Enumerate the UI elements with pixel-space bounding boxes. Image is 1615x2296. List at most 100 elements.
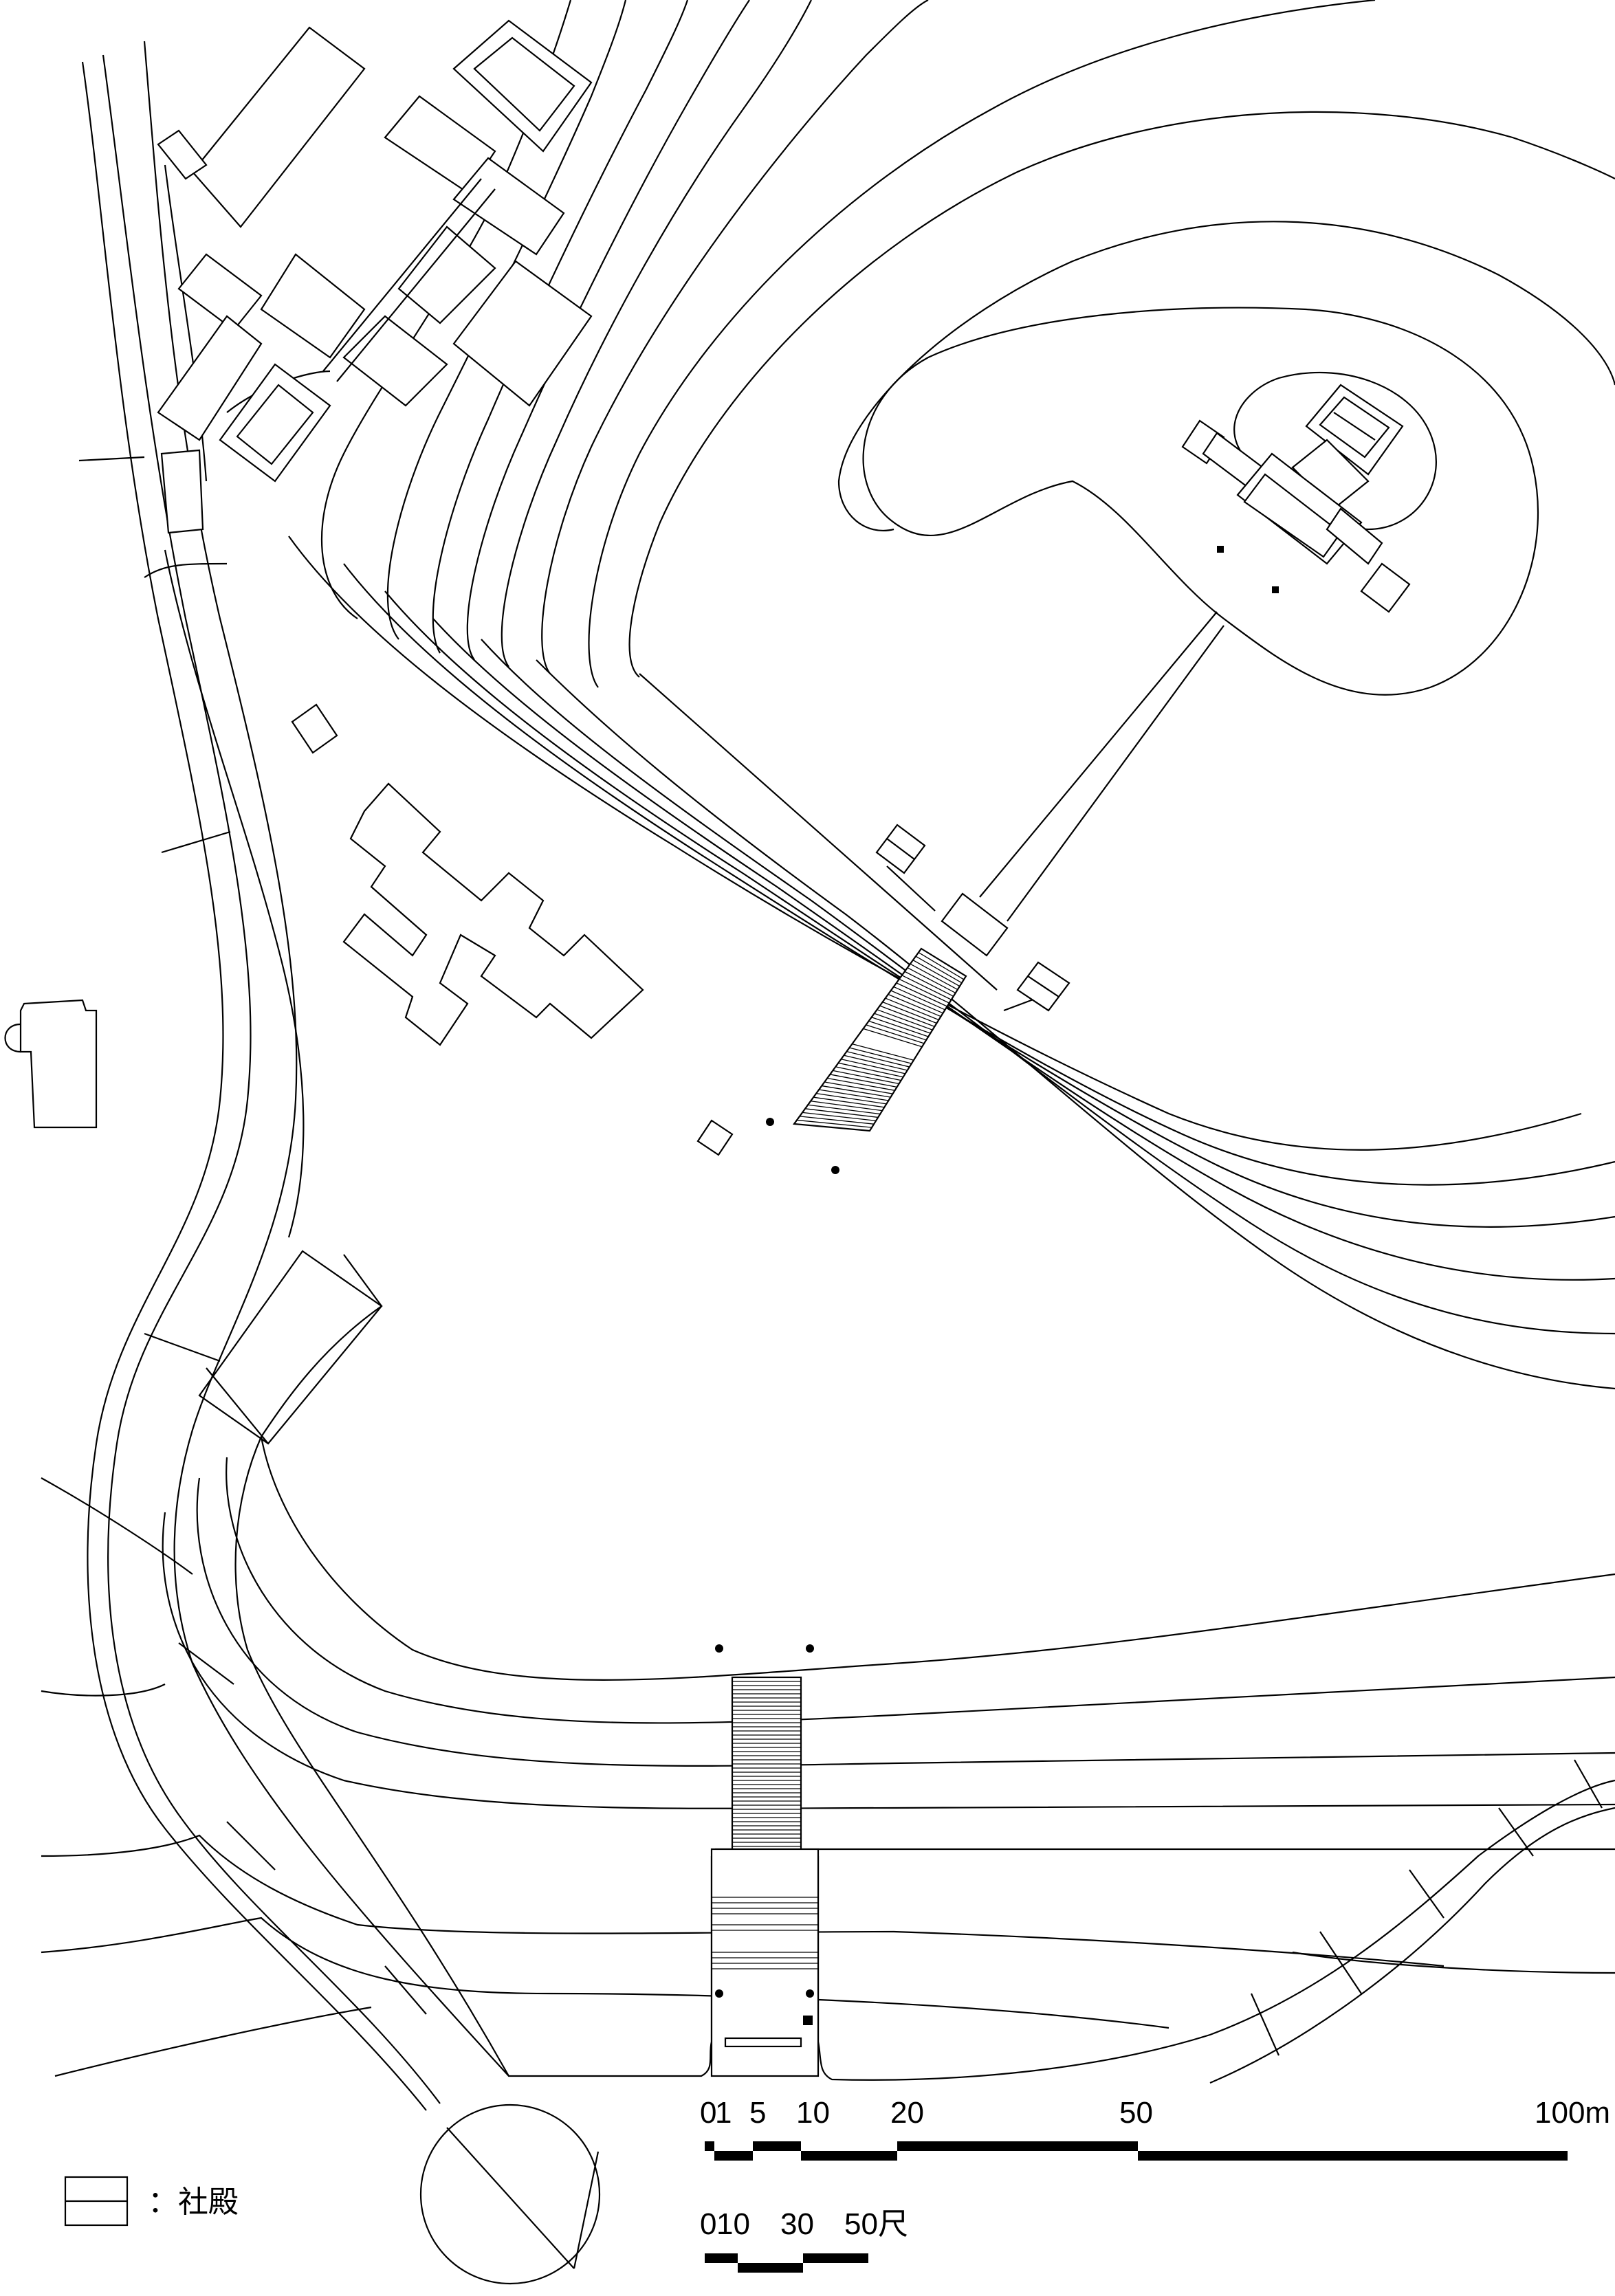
shrine-wing-east [1360,562,1411,613]
building [291,703,338,754]
main-shrine [875,384,1411,1012]
scale-metric-tick-50: 50 [1119,2096,1153,2130]
terrace-edge-upper [886,865,936,912]
road-lower-cross-4 [384,1965,427,2015]
offering-box [803,2016,813,2025]
stair-tread [849,1047,912,1064]
contour-slope-1 [288,536,1582,1151]
scale-shaku-tick-50: 50尺 [844,2207,908,2241]
road-edge-outer [102,54,441,2104]
stair-tread [816,1093,887,1105]
lantern [715,1989,723,1998]
stair-tread [824,1081,893,1094]
upper-stair-treads [796,951,965,1128]
building [384,95,496,194]
shrine-honden-ridge [1333,412,1376,441]
stair-tread [915,956,963,984]
stair-tread [885,997,939,1021]
stair-tread [830,1074,897,1088]
courtyard-east-segment-3 [1409,1869,1444,1919]
stair-tread [901,975,952,1000]
round-feature-line [573,2151,600,2269]
shrine-gate-west-mid [886,838,915,860]
stair-tread [882,1002,937,1024]
scale-shaku-tick-10: 10 [716,2207,750,2241]
stair-tread [893,986,945,1011]
contour-lower-1 [260,1436,1615,1681]
contour-lower-7 [41,1917,1169,2029]
terrace-edge [639,673,998,991]
shrine-gallery-east [1326,507,1383,565]
scale-metric-tick-0: 0 [700,2096,716,2130]
fence [322,178,482,372]
courtyard-east-segment-5 [1574,1759,1603,1809]
lower-stair-outline [731,1676,802,1851]
scale-metric-tick-10: 10 [796,2096,830,2130]
courtyard-wall-west [234,1254,713,2077]
contour-lower-8 [54,2006,372,2077]
stair-tread [805,1108,879,1118]
road-mid-cross [161,830,231,854]
scale-metric-seg [801,2151,897,2161]
lantern [806,1644,814,1653]
stair-tread [907,967,956,994]
contour-lower-9 [41,1477,193,1575]
lanterns [715,546,1279,1998]
contour-hill-3 [588,0,1376,688]
courtyard-wall-east-outer [1209,1807,1615,2084]
stair-tread [813,1096,885,1108]
stair-tread [863,1028,923,1048]
courtyard-east-segment-4 [1498,1807,1534,1857]
stair-tread [811,1101,883,1112]
mid-slope-buildings [4,703,734,1156]
road-lower-cross-2 [178,1642,234,1685]
courtyard-wall-east [817,1779,1615,2081]
building-roof [473,36,575,132]
road-edge-outer-2 [81,61,427,2111]
shamusho [342,782,644,1046]
shrine-gate-center [941,892,1009,957]
approach-walk-right [1007,625,1224,922]
road-branch-north [144,562,228,578]
stair-tread [918,951,965,980]
stair-tread [838,1062,903,1078]
scale-metric-seg [714,2151,753,2161]
neighbor-house [19,999,98,1129]
courtyard-wall-west-inner [206,1367,269,1444]
scale-bar-metric: 0 1 5 10 20 50 100m [700,2096,1610,2161]
road-branch-village [164,164,208,482]
building [177,253,263,331]
stair-tread [841,1059,905,1074]
lower-courtyard [198,1250,1615,2084]
contour-lower-3 [196,1477,1615,1767]
stair-tread [877,1009,933,1030]
building [160,449,204,534]
building [452,260,593,407]
legend: ：社殿 [64,2176,239,2227]
stair-tread [904,971,954,997]
scale-metric-tick-5: 5 [749,2096,766,2130]
forecourt-treads [712,1897,818,1969]
contour-lower-4 [162,1512,1615,1809]
stair-tread [796,1119,872,1128]
stair-tread [844,1055,908,1071]
scale-metric-seg [897,2141,1138,2151]
stair-tread [890,990,943,1014]
scale-shaku-tick-30: 30 [780,2207,814,2241]
road-lower-cross-1 [144,1332,221,1362]
building [157,315,263,441]
stair-tread [871,1017,929,1037]
lower-stair-treads [732,1681,801,1847]
lantern [715,1644,723,1653]
post [1217,546,1224,553]
scale-bar-shaku: 0 10 30 50尺 [700,2207,908,2273]
contour-hill-4 [541,0,929,674]
contour-slope-4 [432,618,1615,1281]
building [452,157,565,256]
contour-hill-5 [501,0,812,667]
contour-lower-5 [41,1684,166,1697]
stair-tread [899,978,949,1004]
building [397,225,496,324]
west-road [78,41,509,2111]
lantern [766,1118,774,1126]
